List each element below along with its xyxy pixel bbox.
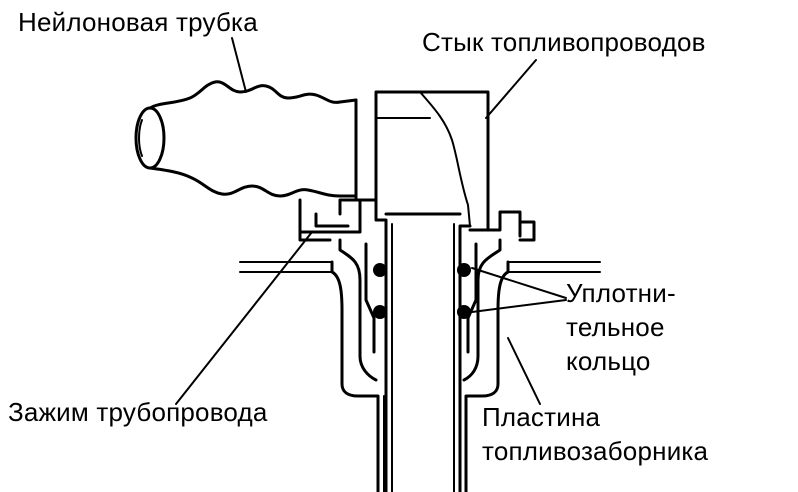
fuel-pipe-drawing	[374, 198, 472, 492]
fuel-line-joint-drawing	[338, 90, 490, 232]
fuel-intake-plate-label: Пластина топливозаборника	[482, 400, 708, 468]
pipe-clamp-label: Зажим трубопровода	[8, 397, 268, 427]
o-ring-label-line-1: Уплотни-	[566, 278, 676, 308]
fuel-intake-plate-drawing	[239, 238, 601, 492]
leader-lines	[175, 37, 567, 405]
pipe-clamp-drawing	[298, 198, 536, 242]
o-ring-label-line-2: тельное	[566, 312, 665, 342]
plate-label-line-2: топливозаборника	[482, 436, 709, 466]
nylon-tube-label: Нейлоновая трубка	[18, 7, 258, 37]
fuel-line-joint-label: Стык топливопроводов	[422, 27, 706, 57]
nylon-tube-drawing	[134, 80, 358, 198]
o-rings-drawing	[373, 263, 471, 319]
o-ring-label: Уплотни- тельное кольцо	[566, 276, 676, 378]
o-ring-label-line-3: кольцо	[566, 346, 651, 376]
plate-label-line-1: Пластина	[482, 402, 601, 432]
